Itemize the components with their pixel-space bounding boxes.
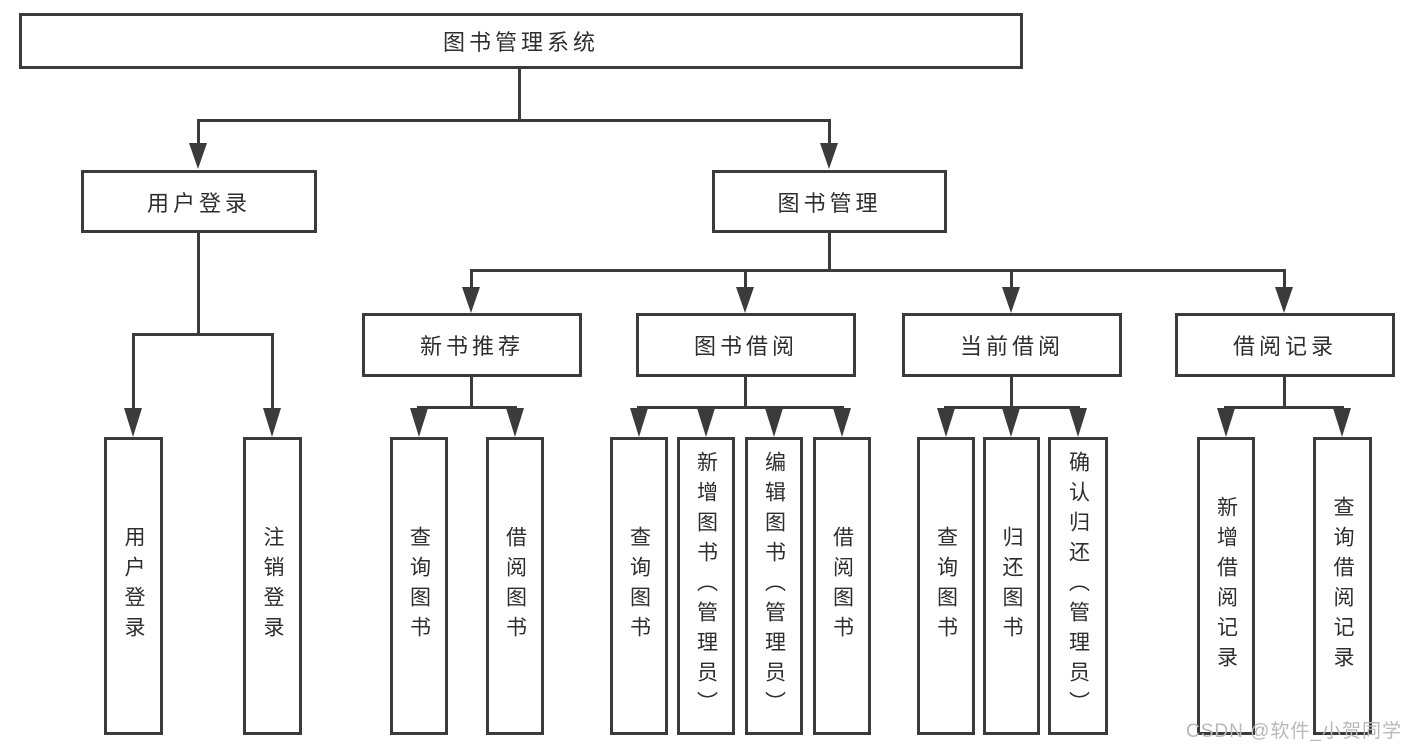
connector-drop-book-borrow [744,269,747,287]
arrow-down-icon [124,408,142,437]
connector-user-login-stem [197,233,200,336]
arrow-down-icon [736,287,754,313]
connector-new-book-bar [417,406,517,409]
leaf-logout: 注销登录 [243,437,302,735]
connector-drop-borrow-records [1283,269,1286,287]
node-borrow-records: 借阅记录 [1175,313,1395,377]
leaf-borrow-books: 借阅图书 [813,437,871,735]
arrow-down-icon [1333,408,1351,437]
leaf-edit-book-admin: 编辑图书（管理员） [745,437,803,735]
arrow-down-icon [1275,287,1293,313]
connector-borrow-records-bar [1224,406,1344,409]
connector-root-bar [197,119,831,122]
arrow-down-icon [820,143,838,169]
connector-book-borrow-bar [637,406,844,409]
arrow-down-icon [189,143,207,169]
arrow-down-icon [630,408,648,437]
arrow-down-icon [263,408,281,437]
connector-drop-user-login [197,119,200,144]
connector-drop-current-borrow [1010,269,1013,287]
node-book-management: 图书管理 [712,170,947,233]
connector-book-management-bar [470,269,1286,272]
leaf-add-book-admin: 新增图书（管理员） [677,437,735,735]
leaf-query-books-borrow: 查询图书 [610,437,668,735]
arrow-down-icon [833,408,851,437]
connector-drop-leaf-logout [271,333,274,409]
connector-book-borrow-stem [744,377,747,409]
node-current-borrow: 当前借阅 [902,313,1122,377]
leaf-query-books-recommend: 查询图书 [390,437,448,735]
arrow-down-icon [765,408,783,437]
arrow-down-icon [1217,408,1235,437]
leaf-query-books-current: 查询图书 [917,437,975,735]
connector-drop-book-management [828,119,831,144]
arrow-down-icon [697,408,715,437]
connector-book-management-stem [828,233,831,272]
node-book-borrow: 图书借阅 [636,313,856,377]
arrow-down-icon [410,408,428,437]
connector-current-borrow-bar [944,406,1080,409]
leaf-query-borrow-record: 查询借阅记录 [1313,437,1372,735]
connector-drop-leaf-login [132,333,135,409]
arrow-down-icon [1002,287,1020,313]
arrow-down-icon [937,408,955,437]
node-new-book-recommend: 新书推荐 [362,313,582,377]
csdn-watermark: CSDN @软件_小贺同学 [1186,721,1402,742]
arrow-down-icon [1069,408,1087,437]
connector-borrow-records-stem [1283,377,1286,409]
connector-new-book-stem [470,377,473,409]
connector-current-borrow-stem [1010,377,1013,409]
leaf-add-borrow-record: 新增借阅记录 [1197,437,1255,735]
leaf-return-book: 归还图书 [983,437,1040,735]
arrow-down-icon [1002,408,1020,437]
connector-user-login-bar [132,333,274,336]
leaf-confirm-return-admin: 确认归还（管理员） [1048,437,1108,735]
arrow-down-icon [506,408,524,437]
leaf-user-login: 用户登录 [104,437,163,735]
leaf-borrow-books-recommend: 借阅图书 [486,437,544,735]
arrow-down-icon [462,287,480,313]
connector-root-stem [518,69,521,120]
connector-drop-new-book [470,269,473,287]
node-root: 图书管理系统 [19,13,1023,69]
node-user-login: 用户登录 [81,170,317,233]
